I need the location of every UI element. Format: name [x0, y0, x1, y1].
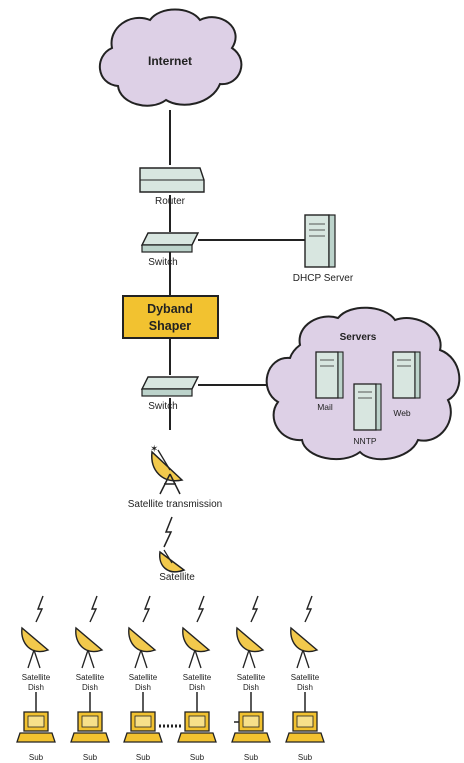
dish-label-line1: Satellite	[291, 673, 320, 682]
switch-bottom-icon: Switch	[140, 376, 200, 412]
dish-signal-icon	[250, 595, 259, 623]
dyband-shaper-box: Dyband Shaper	[122, 295, 219, 339]
pc-keyboard-icon	[16, 732, 56, 743]
servers-cloud: Servers Mail Web NNTP	[265, 306, 461, 461]
dhcp-server-icon: DHCP Server	[293, 214, 354, 284]
pc-screen	[134, 715, 152, 728]
nntp-server-icon	[353, 383, 382, 431]
pc-label: Sub	[83, 753, 98, 762]
internet-cloud: Internet	[98, 8, 243, 107]
web-server-icon	[392, 351, 421, 399]
dish-label-line2: Dish	[189, 683, 205, 692]
web-server-label: Web	[393, 408, 411, 418]
dish-signal-icon	[304, 595, 313, 623]
dish-signal-icon	[142, 595, 151, 623]
dhcp-server-label: DHCP Server	[293, 273, 354, 284]
dish-label-line2: Dish	[28, 683, 44, 692]
internet-label: Internet	[148, 54, 192, 68]
dish-signal-icon	[35, 595, 44, 623]
dish-label-line1: Satellite	[76, 673, 105, 682]
pc-screen	[27, 715, 45, 728]
pc-keyboard-icon	[123, 732, 163, 743]
lightning-bolt-icon	[163, 516, 173, 548]
shaper-line1: Dyband	[147, 302, 193, 316]
satellite-transmission-label: Satellite transmission	[128, 499, 222, 510]
dish-stand-icon	[134, 649, 148, 669]
pc-screen	[81, 715, 99, 728]
pc-label: Sub	[29, 753, 44, 762]
dish-row: SatelliteDishSubSatelliteDishSubSatellit…	[16, 595, 325, 762]
pc-keyboard-icon	[231, 732, 271, 743]
router-icon: Router	[139, 167, 205, 207]
dish-stand-icon	[242, 649, 256, 669]
satellite-dish-icon	[128, 626, 157, 653]
dish-label-line1: Satellite	[22, 673, 51, 682]
pc-screen	[242, 715, 260, 728]
dish-label-line2: Dish	[135, 683, 151, 692]
dish-label-line1: Satellite	[237, 673, 266, 682]
servers-cloud-label: Servers	[340, 332, 377, 343]
dish-stand-icon	[27, 649, 41, 669]
dish-label-line2: Dish	[82, 683, 98, 692]
switch-top-icon: Switch	[140, 232, 200, 268]
satellite-dish-icon	[75, 626, 104, 653]
dish-label-line1: Satellite	[183, 673, 212, 682]
shaper-line2: Shaper	[149, 319, 192, 333]
dish-stand-icon	[188, 649, 202, 669]
dish-stand-icon	[81, 649, 95, 669]
satellite-dish-icon	[21, 626, 50, 653]
pc-label: Sub	[136, 753, 151, 762]
router-label: Router	[155, 196, 186, 207]
nntp-server-label: NNTP	[353, 436, 376, 446]
dish-label-line1: Satellite	[129, 673, 158, 682]
satellite-label: Satellite	[159, 572, 195, 583]
dish-label-line2: Dish	[297, 683, 313, 692]
pc-label: Sub	[190, 753, 205, 762]
pc-keyboard-icon	[285, 732, 325, 743]
dish-label-line2: Dish	[243, 683, 259, 692]
mail-server-icon	[315, 351, 344, 399]
switch-bottom-label: Switch	[148, 401, 177, 412]
dish-signal-icon	[196, 595, 205, 623]
transmission-dish-icon: ✶	[150, 444, 184, 495]
dish-stand-icon	[296, 649, 310, 669]
dish-signal-icon	[89, 595, 98, 623]
pc-keyboard-icon	[177, 732, 217, 743]
satellite-dish-icon	[236, 626, 265, 653]
pc-keyboard-icon	[70, 732, 110, 743]
pc-label: Sub	[244, 753, 259, 762]
pc-screen	[188, 715, 206, 728]
switch-top-label: Switch	[148, 257, 177, 268]
transmission-signal-icon: ✶	[150, 444, 158, 455]
mail-server-label: Mail	[317, 402, 333, 412]
pc-label: Sub	[298, 753, 313, 762]
satellite-dish-icon	[182, 626, 211, 653]
satellite-dish-icon	[290, 626, 319, 653]
pc-screen	[296, 715, 314, 728]
satellite-icon	[159, 549, 186, 573]
